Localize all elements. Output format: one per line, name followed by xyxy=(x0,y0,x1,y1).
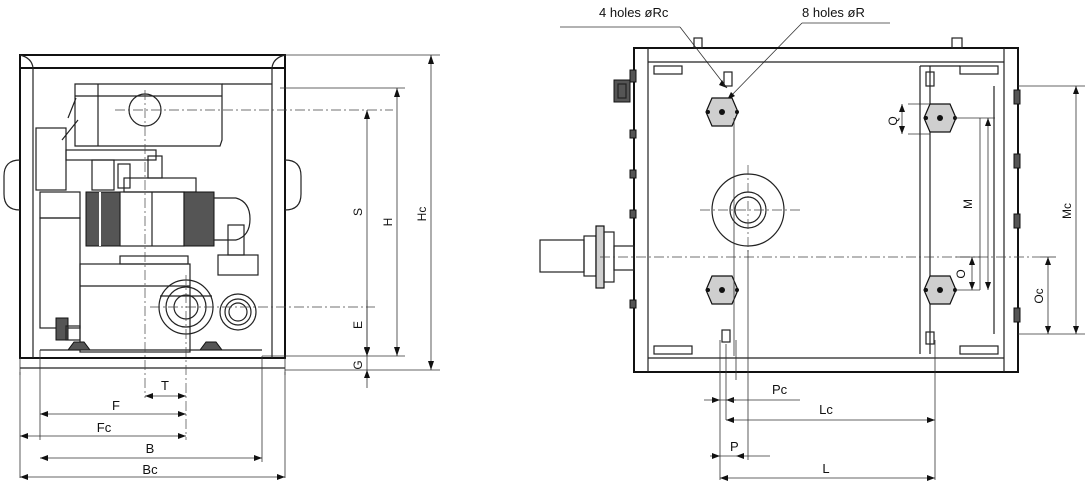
dim-o-label: O xyxy=(954,269,968,278)
dim-q-label: Q xyxy=(886,116,900,125)
dim-f-label: F xyxy=(112,398,120,413)
foot-bottom-right xyxy=(923,275,957,345)
dim-b-label: B xyxy=(146,441,155,456)
top-horizontal-dims: Pc Lc P L xyxy=(704,382,935,481)
dim-p-label: P xyxy=(730,439,739,454)
dim-bc-label: Bc xyxy=(142,462,158,477)
callout-8-holes-r: 8 holes øR xyxy=(802,5,865,20)
dim-m-label: M xyxy=(961,199,975,209)
front-vertical-dims: Hc H S E G xyxy=(262,54,440,388)
dim-mc-label: Mc xyxy=(1060,203,1074,219)
front-view: Hc H S E G T xyxy=(3,54,440,480)
dim-oc-label: Oc xyxy=(1032,288,1046,303)
foot-top-right xyxy=(923,71,957,133)
dim-hc-label: Hc xyxy=(415,207,429,222)
dim-s-label: S xyxy=(351,208,365,216)
front-machine xyxy=(35,83,393,440)
dim-h-label: H xyxy=(381,218,395,227)
foot-top-left xyxy=(705,71,739,127)
central-nozzle xyxy=(700,165,800,255)
callout-4-holes-rc: 4 holes øRc xyxy=(599,5,669,20)
hole-callouts: 4 holes øRc 8 holes øR xyxy=(560,5,890,101)
top-frame xyxy=(613,37,1021,373)
dim-lc-label: Lc xyxy=(819,402,833,417)
front-horizontal-dims: T F Fc B Bc xyxy=(19,350,286,480)
dim-t-label: T xyxy=(161,378,169,393)
mounting-feet xyxy=(705,71,957,345)
dim-g-label: G xyxy=(351,360,365,369)
top-vertical-dims: Q M O Mc Oc xyxy=(886,85,1085,335)
dim-l-label: L xyxy=(822,461,829,476)
dim-e-label: E xyxy=(351,321,365,329)
dim-pc-label: Pc xyxy=(772,382,788,397)
top-view: 4 holes øRc 8 holes øR xyxy=(539,5,1085,481)
foot-bottom-left xyxy=(705,275,739,343)
dim-fc-label: Fc xyxy=(97,420,112,435)
top-guides xyxy=(600,118,1040,480)
